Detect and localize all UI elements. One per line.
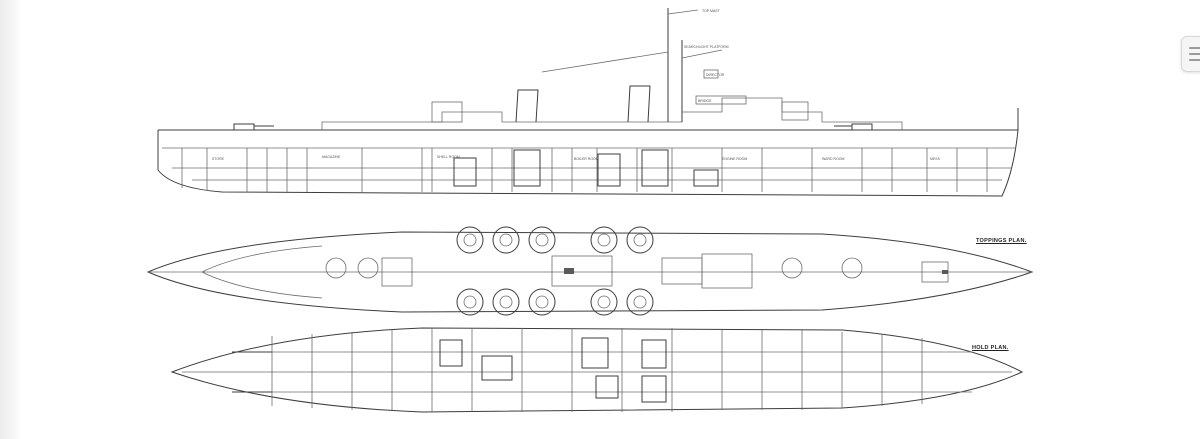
label-topmast: TOP MAST bbox=[702, 9, 721, 13]
ship-plans-drawing: STORE MAGAZINE SHELL ROOM BOILER ROOM EN… bbox=[146, 8, 1034, 413]
drawing-sheet: STORE MAGAZINE SHELL ROOM BOILER ROOM EN… bbox=[22, 0, 1178, 439]
toppings-plan-title: TOPPINGS PLAN. bbox=[976, 238, 1027, 244]
label-shell-room: SHELL ROOM bbox=[437, 155, 460, 159]
label-wardroom: WARD ROOM bbox=[822, 157, 845, 161]
label-bridge: BRIDGE bbox=[698, 99, 712, 103]
hamburger-icon bbox=[1189, 47, 1200, 49]
menu-button[interactable] bbox=[1181, 36, 1200, 72]
label-mess: MESS bbox=[930, 157, 941, 161]
hold-plan bbox=[170, 327, 1024, 413]
label-director: DIRECTOR bbox=[706, 73, 725, 77]
label-searchlight: SEARCHLIGHT PLATFORM bbox=[684, 45, 729, 49]
label-store: STORE bbox=[212, 157, 225, 161]
label-magazine: MAGAZINE bbox=[322, 155, 341, 159]
label-engine-room: ENGINE ROOM bbox=[722, 157, 747, 161]
viewer-left-gutter bbox=[0, 0, 22, 439]
upper-deck-plan bbox=[146, 226, 1034, 316]
profile-view: STORE MAGAZINE SHELL ROOM BOILER ROOM EN… bbox=[157, 8, 1019, 197]
label-boiler-room: BOILER ROOM bbox=[574, 157, 599, 161]
hold-plan-title: HOLD PLAN. bbox=[972, 345, 1009, 351]
